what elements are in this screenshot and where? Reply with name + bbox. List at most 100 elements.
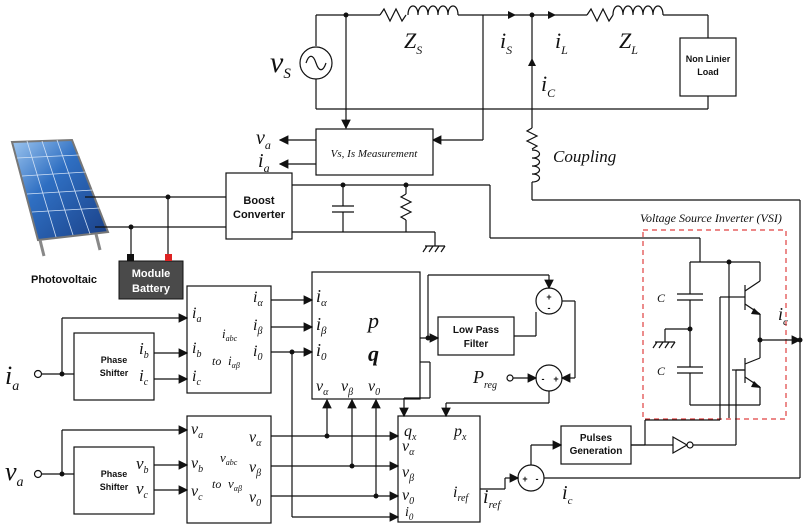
ps-i-line2: Shifter	[100, 368, 129, 378]
boost-line2: Converter	[233, 209, 286, 221]
pq-p: p	[366, 308, 379, 333]
zl-label: ZL	[619, 28, 638, 57]
ic-arrow	[528, 58, 536, 66]
inverter-icon	[672, 435, 689, 455]
ci-out-b: iβ	[253, 317, 262, 337]
nonlinear-load-box	[679, 37, 737, 97]
boost-line1: Boost	[243, 195, 275, 207]
vsi-cap-top: C	[657, 291, 666, 305]
vsi-cap-bot: C	[657, 364, 666, 378]
input-ia-label: ia	[5, 361, 19, 394]
ref-v0: v0	[402, 487, 414, 507]
sum-top-plus: +	[546, 292, 551, 302]
ref-iref: iref	[453, 484, 469, 504]
vsi-label: Voltage Source Inverter (VSI)	[640, 211, 782, 225]
sum-top-minus: -	[548, 303, 551, 313]
ref-vb: vβ	[402, 464, 414, 484]
coupling-label: Coupling	[553, 147, 616, 166]
cv-in-b: vb	[191, 455, 203, 475]
ic-label: ic	[562, 482, 573, 507]
source-inductor	[407, 5, 459, 16]
ps-v-line2: Shifter	[100, 482, 129, 492]
zs-label: ZS	[404, 28, 422, 57]
ps-vc: vc	[136, 479, 149, 501]
ci-mid-to: to	[212, 354, 221, 368]
pq-in-a: iα	[316, 286, 327, 309]
coupling-inductor	[531, 149, 541, 183]
phase-shifter-v-box	[73, 446, 155, 515]
cv-out-0: v0	[249, 489, 261, 509]
load-line2: Load	[697, 67, 719, 77]
ref-va: vα	[402, 438, 415, 458]
pulses-line1: Pulses	[580, 433, 613, 444]
ps-vb: vb	[136, 454, 149, 476]
pq-v-0: v0	[368, 378, 380, 398]
ic-current-label: iC	[541, 71, 556, 100]
sum-bot-plus: +	[522, 474, 527, 484]
battery-line1: Module	[132, 268, 171, 280]
sum-mid-plus: +	[553, 374, 558, 384]
ps-ic: ic	[139, 366, 149, 388]
il-arrow	[548, 11, 556, 19]
battery-line2: Battery	[132, 283, 171, 295]
pulses-line2: Generation	[570, 446, 623, 457]
input-va-label: va	[5, 457, 24, 490]
lpf-box	[437, 316, 515, 356]
clarke-v-box	[186, 415, 272, 524]
cv-in-c: vc	[191, 483, 203, 503]
measurement-box	[315, 128, 434, 176]
lpf-line2: Filter	[464, 339, 489, 350]
ci-mid-top: iabc	[222, 326, 238, 343]
ci-mid-bot: iαβ	[228, 353, 240, 370]
load-inductor	[612, 5, 664, 16]
cv-mid-to: to	[212, 477, 221, 491]
preg-label: Preg	[472, 367, 497, 391]
pq-in-b: iβ	[316, 314, 327, 337]
pq-q: q	[368, 341, 379, 366]
ci-in-c: ic	[192, 368, 201, 388]
sine-icon	[305, 55, 327, 71]
load-resistor	[586, 7, 614, 23]
ps-i-line1: Phase	[101, 355, 128, 365]
meas-out-i: ia	[258, 150, 270, 175]
il-label: iL	[555, 28, 568, 57]
boost-converter-box	[225, 172, 293, 240]
ci-out-a: iα	[253, 289, 263, 309]
cv-mid-bot: vαβ	[228, 476, 242, 493]
ps-ib: ib	[139, 339, 149, 361]
sum-bot-minus: -	[536, 474, 539, 484]
sum-mid-minus: -	[542, 374, 545, 384]
is-label: iS	[500, 28, 512, 57]
ref-px: px	[453, 423, 467, 443]
clarke-i-box	[186, 285, 272, 394]
battery-box	[118, 260, 184, 300]
ps-v-line1: Phase	[101, 469, 128, 479]
battery-neg-terminal	[127, 254, 134, 261]
ref-i0: i0	[405, 505, 414, 522]
ref-calc-box	[397, 415, 481, 523]
grid-circuit	[299, 5, 801, 340]
lpf-line1: Low Pass	[453, 325, 500, 336]
ci-in-b: ib	[192, 340, 201, 360]
battery-pos-terminal	[165, 254, 172, 261]
pq-v-a: vα	[316, 378, 329, 398]
cv-in-a: va	[191, 421, 203, 441]
measurement-label: Vs, Is Measurement	[331, 148, 419, 160]
pq-v-b: vβ	[341, 378, 353, 398]
vsi-ic-label: ic	[778, 304, 788, 328]
source-resistor	[379, 7, 407, 23]
pv-panel	[10, 138, 110, 257]
is-arrow	[508, 11, 516, 19]
cv-mid-top: vabc	[220, 450, 238, 467]
dc-link-resistor	[399, 193, 413, 221]
phase-shifter-i-box	[73, 332, 155, 401]
coupling-resistor	[525, 127, 539, 150]
ci-out-0: i0	[253, 343, 262, 363]
iref-label: iref	[483, 486, 502, 511]
cv-out-b: vβ	[249, 459, 261, 479]
ref-qx: qx	[404, 423, 417, 443]
ci-in-a: ia	[192, 305, 201, 325]
meas-out-v: va	[256, 127, 271, 152]
